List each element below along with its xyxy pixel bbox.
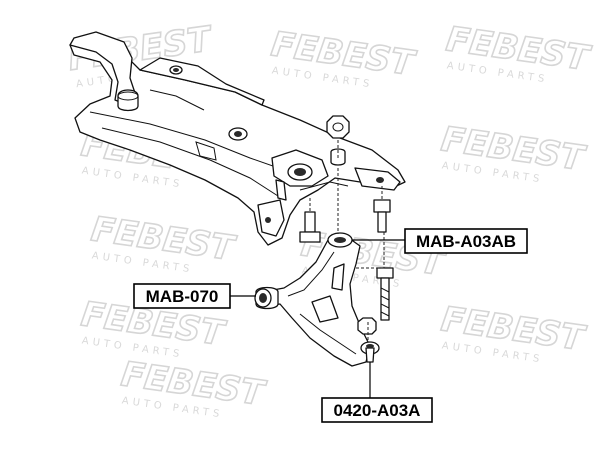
callout-mab-070: MAB-070 [133,283,231,309]
bushing-mab-a03ab [327,232,353,248]
callout-box [404,228,528,254]
callout-box [133,283,231,309]
lower-nut [357,317,377,335]
control-arm [261,235,371,367]
callout-label: 0420-A03A [334,401,421,420]
bushing-mab-070 [254,286,279,310]
ball-joint-0420-a03a [360,341,380,363]
leader-lines [309,140,385,340]
callout-connectors [230,239,405,400]
callout-mab-a03ab: MAB-A03AB [404,228,528,254]
callout-box [321,397,433,423]
callout-label: MAB-A03AB [416,232,516,251]
subframe-crossmember [69,31,406,246]
bolt-left [299,211,321,243]
callout-label: MAB-070 [146,287,219,306]
callout-0420-a03a: 0420-A03A [321,397,433,423]
bolt-right-lower [376,267,394,321]
bolt-right-upper [373,199,391,233]
